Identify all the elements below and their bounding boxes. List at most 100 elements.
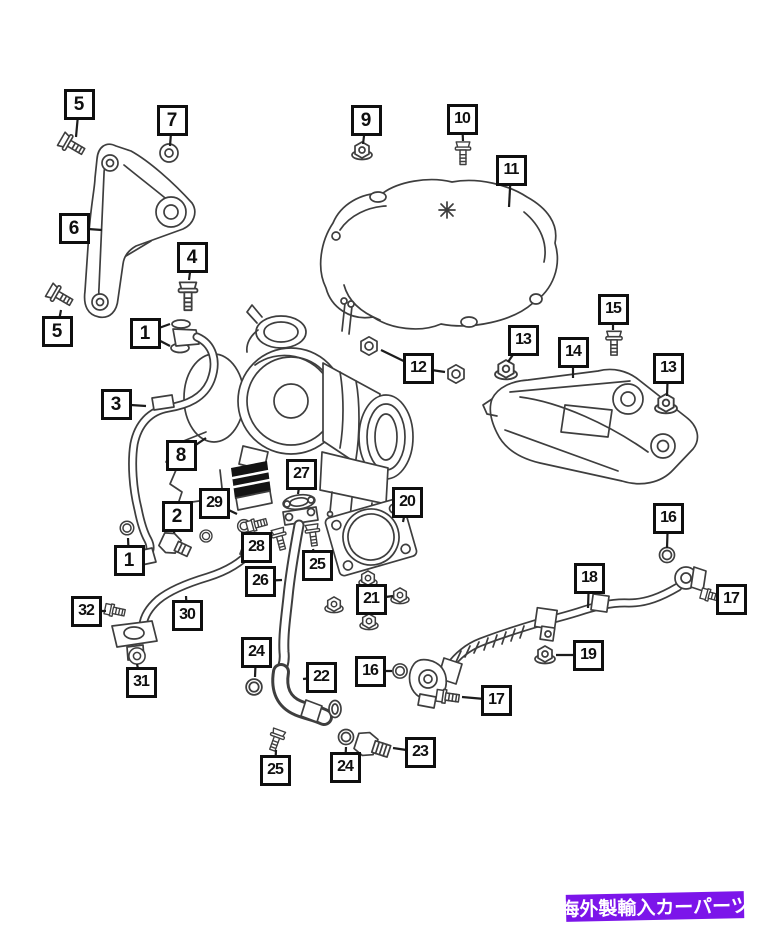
callout-16: 16: [652, 502, 684, 534]
callout-number: 16: [362, 662, 379, 679]
callout-number: 19: [580, 646, 597, 663]
callout-5: 5: [41, 315, 73, 347]
part-upper-heat-shield-drawing: [319, 178, 559, 330]
callout-number: 25: [267, 761, 284, 778]
nut-icon: [534, 645, 556, 665]
callout-number: 5: [51, 320, 63, 342]
callout-15: 15: [597, 293, 629, 325]
callout-23: 23: [404, 736, 436, 768]
part-turbocharger-drawing: [165, 297, 414, 527]
callout-number: 13: [515, 331, 532, 348]
callout-number: 11: [503, 161, 520, 178]
bolt-icon: [264, 727, 288, 754]
callout-26: 26: [244, 565, 276, 597]
callout-16: 16: [354, 655, 386, 687]
callout-30: 30: [171, 599, 203, 631]
callout-number: 20: [399, 493, 416, 510]
callout-10: 10: [446, 103, 478, 135]
callout-number: 7: [166, 109, 178, 131]
callout-number: 31: [133, 673, 150, 690]
callout-number: 32: [78, 602, 95, 619]
bolt-icon: [103, 602, 127, 620]
callout-number: 8: [175, 444, 187, 466]
callout-13: 13: [507, 324, 539, 356]
callout-5: 5: [63, 88, 95, 120]
callout-3: 3: [100, 388, 132, 420]
callout-12: 12: [402, 352, 434, 384]
bolt-icon: [454, 141, 472, 166]
callout-6: 6: [58, 212, 90, 244]
callout-number: 9: [360, 109, 372, 131]
callout-18: 18: [573, 562, 605, 594]
callout-number: 3: [110, 393, 122, 415]
callout-31: 31: [125, 666, 157, 698]
part-lower-heat-shield-drawing: [482, 368, 699, 485]
callout-13: 13: [652, 352, 684, 384]
callout-22: 22: [305, 661, 337, 693]
oring-icon: [337, 728, 355, 746]
bolt-icon: [303, 523, 323, 548]
callout-17: 17: [715, 583, 747, 615]
callout-19: 19: [572, 639, 604, 671]
banjo-bolt-icon: [434, 687, 461, 706]
callout-20: 20: [391, 486, 423, 518]
callout-number: 4: [186, 246, 198, 268]
callout-number: 23: [412, 743, 429, 760]
part-bracket-drawing: [83, 143, 196, 319]
callout-7: 7: [156, 104, 188, 136]
callout-1: 1: [129, 317, 161, 349]
nut-icon: [494, 359, 518, 381]
callout-27: 27: [285, 458, 317, 490]
callout-number: 5: [73, 93, 85, 115]
callout-number: 30: [179, 606, 196, 623]
shop-banner: 海外製輸入カーパーツ: [560, 891, 750, 922]
callout-32: 32: [70, 595, 102, 627]
part-drain-tube-drawing: [271, 493, 342, 726]
callout-number: 22: [313, 668, 330, 685]
callout-11: 11: [495, 154, 527, 186]
callout-1: 1: [113, 544, 145, 576]
oring-icon: [199, 529, 213, 543]
callout-24: 24: [329, 751, 361, 783]
callout-number: 14: [565, 343, 582, 360]
callout-number: 17: [488, 691, 505, 708]
callout-number: 26: [252, 572, 269, 589]
callout-number: 2: [171, 505, 183, 527]
callout-21: 21: [355, 583, 387, 615]
callout-17: 17: [480, 684, 512, 716]
callout-number: 10: [454, 110, 471, 127]
callout-24: 24: [240, 636, 272, 668]
callout-number: 29: [206, 494, 223, 511]
callout-number: 6: [68, 217, 80, 239]
callout-number: 16: [660, 509, 677, 526]
callout-number: 28: [248, 538, 265, 555]
callout-number: 13: [660, 359, 677, 376]
callout-number: 27: [293, 465, 310, 482]
callout-number: 18: [581, 569, 598, 586]
oring-icon: [119, 520, 135, 536]
callout-28: 28: [240, 531, 272, 563]
oring-icon: [392, 663, 408, 679]
callout-number: 24: [248, 643, 265, 660]
part-flange-gasket-drawing: [324, 497, 418, 577]
callout-2: 2: [161, 500, 193, 532]
callout-25: 25: [301, 549, 333, 581]
callout-8: 8: [165, 439, 197, 471]
callout-number: 1: [123, 549, 135, 571]
callout-number: 25: [309, 556, 326, 573]
nut-icon: [351, 141, 373, 161]
fitting-icon: [244, 515, 269, 534]
shop-banner-text: 海外製輸入カーパーツ: [560, 896, 750, 921]
callout-4: 4: [176, 241, 208, 273]
washer-icon: [128, 647, 146, 665]
callout-number: 12: [410, 359, 427, 376]
part-coolant-hose-drawing: [128, 319, 219, 567]
callout-14: 14: [557, 336, 589, 368]
washer-icon: [159, 143, 179, 163]
bolt-icon: [605, 330, 623, 356]
shield-emblem-icon: [438, 201, 456, 219]
oring-icon: [245, 678, 263, 696]
callout-number: 24: [337, 758, 354, 775]
